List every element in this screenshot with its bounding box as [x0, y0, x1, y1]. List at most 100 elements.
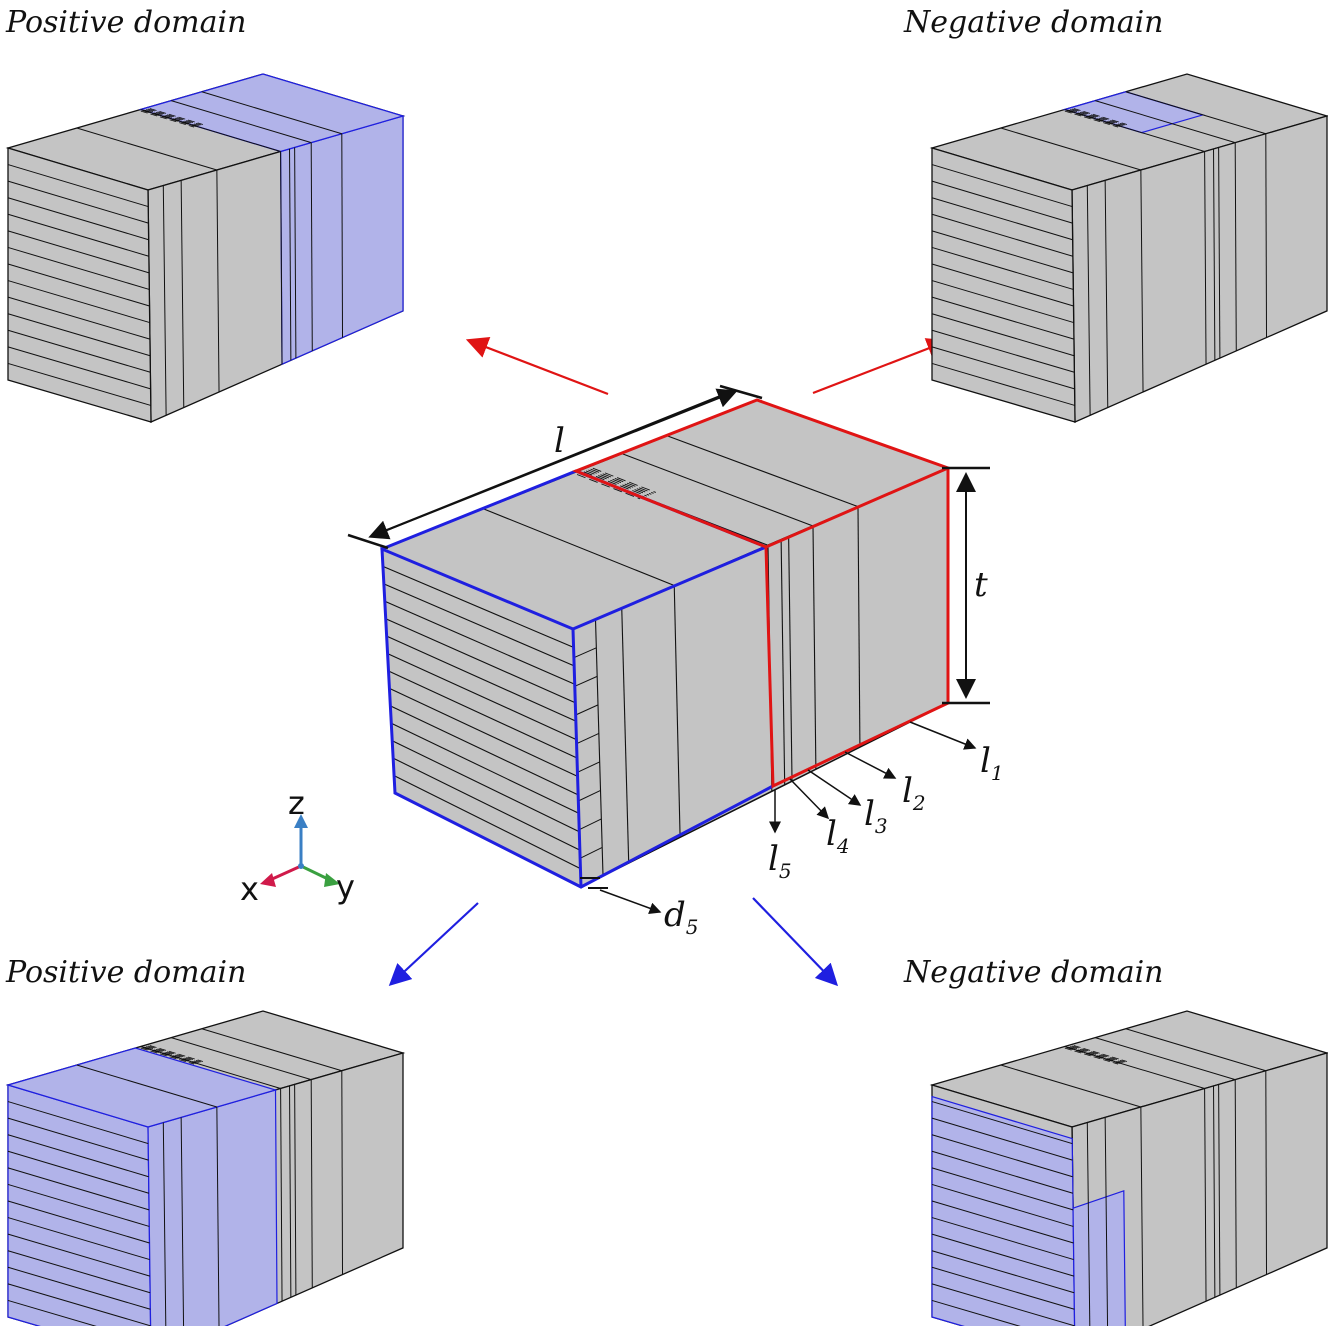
cell-stripe-line [1066, 1047, 1120, 1064]
cell-right-line [294, 147, 297, 359]
bottom-right-label: Negative domain [903, 955, 1164, 990]
right-layer-line [673, 585, 681, 838]
cell-stripe-line [142, 1047, 196, 1064]
cell-front-line [7, 1117, 149, 1161]
cell-right-line [180, 180, 185, 408]
cell-right-line [216, 1107, 220, 1326]
cell-stripe-line [1066, 110, 1120, 127]
bottom-left-label: Positive domain [5, 955, 246, 990]
cell-front-line [931, 313, 1075, 357]
top-right-negative-cell [929, 73, 1328, 423]
tab-line [576, 732, 600, 745]
cell-stripe-line [140, 110, 195, 128]
cell-top-line [1000, 127, 1141, 171]
cell-stripe-line [146, 1046, 200, 1063]
cell-right-line [341, 133, 344, 338]
cell-right-line [162, 1122, 167, 1326]
cell-front-line [931, 1183, 1074, 1227]
top-layer-line [666, 435, 859, 508]
right-layer-line [857, 506, 861, 748]
top-left-label: Positive domain [5, 5, 246, 40]
cell-right-line [280, 1088, 283, 1302]
cell-front-line [931, 230, 1074, 274]
cell-front-line [931, 1134, 1073, 1178]
cell-right-line [1140, 170, 1144, 393]
cell-front-line [931, 213, 1074, 257]
cell-front-line [7, 1101, 149, 1145]
front-layer-line [383, 583, 575, 667]
cell-stripe-line [140, 1047, 195, 1065]
top-stripe-line [588, 469, 652, 495]
cell-stripe-line [147, 1045, 202, 1063]
cell-stripe-line [1064, 1047, 1119, 1065]
front-layer-line [389, 687, 578, 777]
center-battery-block [380, 398, 953, 889]
cell-front-line [7, 180, 149, 224]
cell-right-line [1213, 148, 1216, 361]
l1-label: l1 [980, 741, 1004, 785]
cell-right-line [310, 1079, 313, 1288]
cell-front-line [7, 213, 150, 257]
cell-stripe-line [1068, 1046, 1122, 1064]
domain-arrows [388, 337, 950, 987]
cell-front-line [7, 1134, 149, 1178]
tab-line [574, 675, 598, 687]
cell-stripe-line [144, 1046, 198, 1064]
cell-front-line [7, 1250, 151, 1294]
front-layer-line [387, 653, 577, 741]
tab-line [578, 789, 601, 802]
cell-top-line [1064, 109, 1205, 152]
cell-top-line [1125, 1028, 1266, 1072]
cell-front-line [7, 263, 150, 307]
cell-front-line [931, 246, 1074, 290]
l3-label: l3 [864, 794, 888, 838]
cell-front-line [7, 230, 150, 274]
cell-front-line [931, 164, 1073, 208]
right-layer-line [812, 525, 817, 770]
cell-right-line [1204, 151, 1207, 365]
top-stripe-line [590, 468, 654, 494]
cell-top-line [171, 100, 312, 144]
cell-right-line [289, 148, 292, 361]
cell-right-line [1104, 180, 1109, 408]
cell-front-line [7, 296, 151, 340]
cell-stripe-line [147, 108, 202, 126]
cell-right-line [180, 1117, 185, 1326]
cell-stripe-line [1073, 1045, 1128, 1062]
cell-front-line [7, 362, 151, 406]
cell-front-line [931, 362, 1075, 406]
cell-right-line [1086, 1122, 1091, 1326]
cell-stripe-line [144, 109, 198, 127]
cell-right-line [1218, 147, 1221, 359]
cell-front-line [931, 1217, 1074, 1261]
cell-top-line [1095, 100, 1236, 144]
right-layer-line [780, 539, 786, 785]
cell-stripe-line [1070, 109, 1124, 126]
front-layer-line [388, 670, 578, 759]
cell-front-line [7, 197, 149, 241]
thickness-label: t [974, 565, 988, 605]
coordinate-axes: z x y [240, 784, 355, 908]
right-layer-line [594, 619, 604, 876]
cell-right-line [1234, 1079, 1237, 1288]
cell-front-line [7, 246, 150, 290]
front-layer-line [392, 757, 581, 851]
thickness-dimension: t [942, 466, 990, 705]
front-layer-line [382, 565, 574, 648]
top-right-label: Negative domain [903, 5, 1164, 40]
front-layer-line [385, 618, 576, 704]
cell-front-line [7, 1233, 151, 1277]
tab-line [579, 846, 603, 859]
top-layer-line [621, 453, 814, 527]
layer-annotations: l1 l2 l3 l4 l5 d5 [580, 721, 1004, 939]
cell-front-line [931, 1250, 1075, 1294]
cell-top-line [76, 1064, 217, 1108]
right-layer-line [788, 536, 793, 782]
cell-stripe-line [1071, 1045, 1126, 1063]
l4-label: l4 [826, 814, 850, 858]
top-stripe-line [576, 474, 641, 500]
bottom-right-negative-cell [929, 1010, 1328, 1326]
front-layer-line [391, 740, 580, 833]
cell-right-line [1104, 1117, 1109, 1326]
cell-right-line [1086, 185, 1091, 416]
